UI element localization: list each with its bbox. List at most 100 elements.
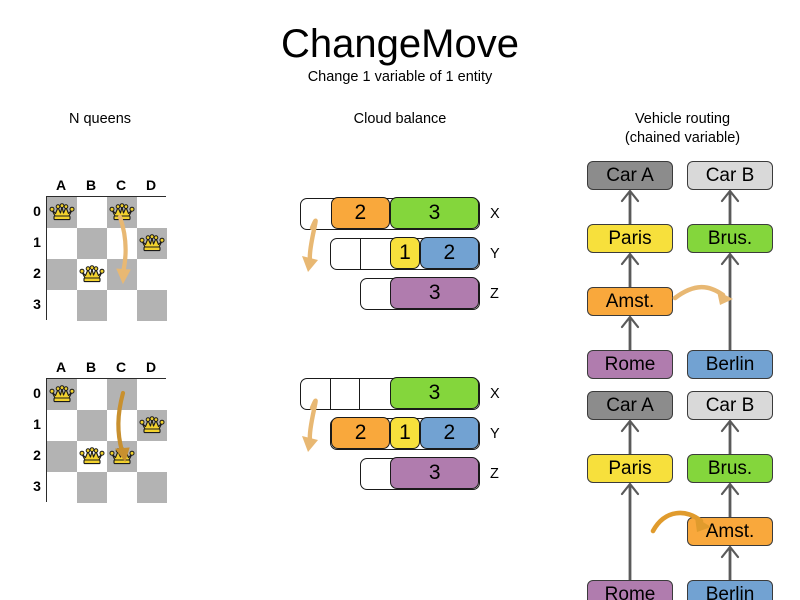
board-square-a3[interactable] [47,290,77,321]
customer-node-berlin[interactable]: Berlin [687,580,773,600]
customer-node-rome[interactable]: Rome [587,350,673,379]
cloud-process-segment-2[interactable]: 2 [419,417,479,450]
board-square-c0[interactable] [107,379,137,410]
board-file-label-b: B [85,359,97,375]
chain-link-arrow [620,483,640,580]
board-square-c1[interactable] [107,410,137,441]
chain-link-arrow [720,546,740,580]
vehicle-node-car-b[interactable]: Car B [687,391,773,420]
chain-link-arrow [720,253,740,350]
board-square-c2[interactable] [107,259,137,290]
board-square-c3[interactable] [107,472,137,503]
board-square-a1[interactable] [47,228,77,259]
board-rank-label-2: 2 [33,265,41,281]
chain-link-arrow [720,420,740,454]
board-square-d3[interactable] [137,290,167,321]
cloud-capacity-bar: 3 [360,457,480,490]
chain-link-arrow [720,190,740,224]
cloud-process-segment-1[interactable]: 1 [390,417,420,450]
cloud-free-capacity-segment [361,279,390,309]
cloud-process-segment-3[interactable]: 3 [390,377,479,410]
cloud-computer-label-y: Y [490,426,500,442]
board-square-a0[interactable] [47,197,77,228]
chain-link-arrow [620,190,640,224]
board-square-b2[interactable] [77,441,107,472]
board-square-d2[interactable] [137,441,167,472]
board-square-c1[interactable] [107,228,137,259]
board-file-label-c: C [115,359,127,375]
board-square-b3[interactable] [77,290,107,321]
cloud-process-segment-2[interactable]: 2 [331,417,391,450]
board-square-a3[interactable] [47,472,77,503]
vehicle-node-car-a[interactable]: Car A [587,161,673,190]
customer-node-paris[interactable]: Paris [587,224,673,253]
vehicle-node-car-a[interactable]: Car A [587,391,673,420]
page-title: ChangeMove [281,22,519,66]
board-square-d0[interactable] [137,197,167,228]
chain-link-arrow [620,420,640,454]
board-square-c2[interactable] [107,441,137,472]
customer-node-rome[interactable]: Rome [587,580,673,600]
board-square-a2[interactable] [47,441,77,472]
board-rank-label-1: 1 [33,234,41,250]
vehicle-node-car-b[interactable]: Car B [687,161,773,190]
customer-node-brus-[interactable]: Brus. [687,454,773,483]
cloud-free-capacity-segment [301,199,331,229]
cloud-computer-label-z: Z [490,286,499,302]
chain-link-arrow [720,483,740,517]
customer-node-amst-[interactable]: Amst. [587,287,673,316]
board-square-d1[interactable] [137,228,167,259]
cloud-free-capacity-segment [360,379,390,409]
cloud-computer-label-x: X [490,206,500,222]
customer-node-amst-[interactable]: Amst. [687,517,773,546]
section-heading-vehicle-routing: Vehicle routing (chained variable) [590,110,775,148]
board-square-a1[interactable] [47,410,77,441]
board-square-b0[interactable] [77,379,107,410]
board-file-label-a: A [55,177,67,193]
board-square-c0[interactable] [107,197,137,228]
board-square-d1[interactable] [137,410,167,441]
cloud-computer-label-x: X [490,386,500,402]
cloud-process-segment-2[interactable]: 2 [419,237,479,270]
page-subtitle: Change 1 variable of 1 entity [307,69,493,85]
cloud-process-segment-3[interactable]: 3 [390,457,479,490]
board-square-b1[interactable] [77,228,107,259]
board-square-a2[interactable] [47,259,77,290]
cloud-process-segment-2[interactable]: 2 [330,197,390,230]
board-square-b0[interactable] [77,197,107,228]
board-rank-label-1: 1 [33,416,41,432]
chain-link-arrow [620,253,640,287]
board-square-b2[interactable] [77,259,107,290]
chessboard-grid [46,196,167,321]
cloud-process-segment-1[interactable]: 1 [390,237,420,270]
cloud-process-segment-3[interactable]: 3 [390,277,479,310]
customer-node-brus-[interactable]: Brus. [687,224,773,253]
board-square-b3[interactable] [77,472,107,503]
customer-node-paris[interactable]: Paris [587,454,673,483]
cloud-computer-label-y: Y [490,246,500,262]
customer-node-berlin[interactable]: Berlin [687,350,773,379]
board-square-c3[interactable] [107,290,137,321]
board-file-label-a: A [55,359,67,375]
cloud-process-segment-3[interactable]: 3 [390,197,479,230]
section-heading-vehicle-routing-line2: (chained variable) [624,130,741,146]
board-square-b1[interactable] [77,410,107,441]
cloud-free-capacity-segment [331,239,361,269]
board-rank-label-0: 0 [33,385,41,401]
board-square-d2[interactable] [137,259,167,290]
board-square-d0[interactable] [137,379,167,410]
board-file-label-d: D [145,177,157,193]
cloud-free-capacity-segment [331,379,361,409]
board-square-a0[interactable] [47,379,77,410]
cloud-capacity-bar: 3 [300,377,480,410]
cloud-capacity-bar: 3 [360,277,480,310]
board-square-d3[interactable] [137,472,167,503]
section-heading-cloud-balance: Cloud balance [353,111,447,127]
cloud-free-capacity-segment [361,239,391,269]
cloud-free-capacity-segment [361,459,390,489]
